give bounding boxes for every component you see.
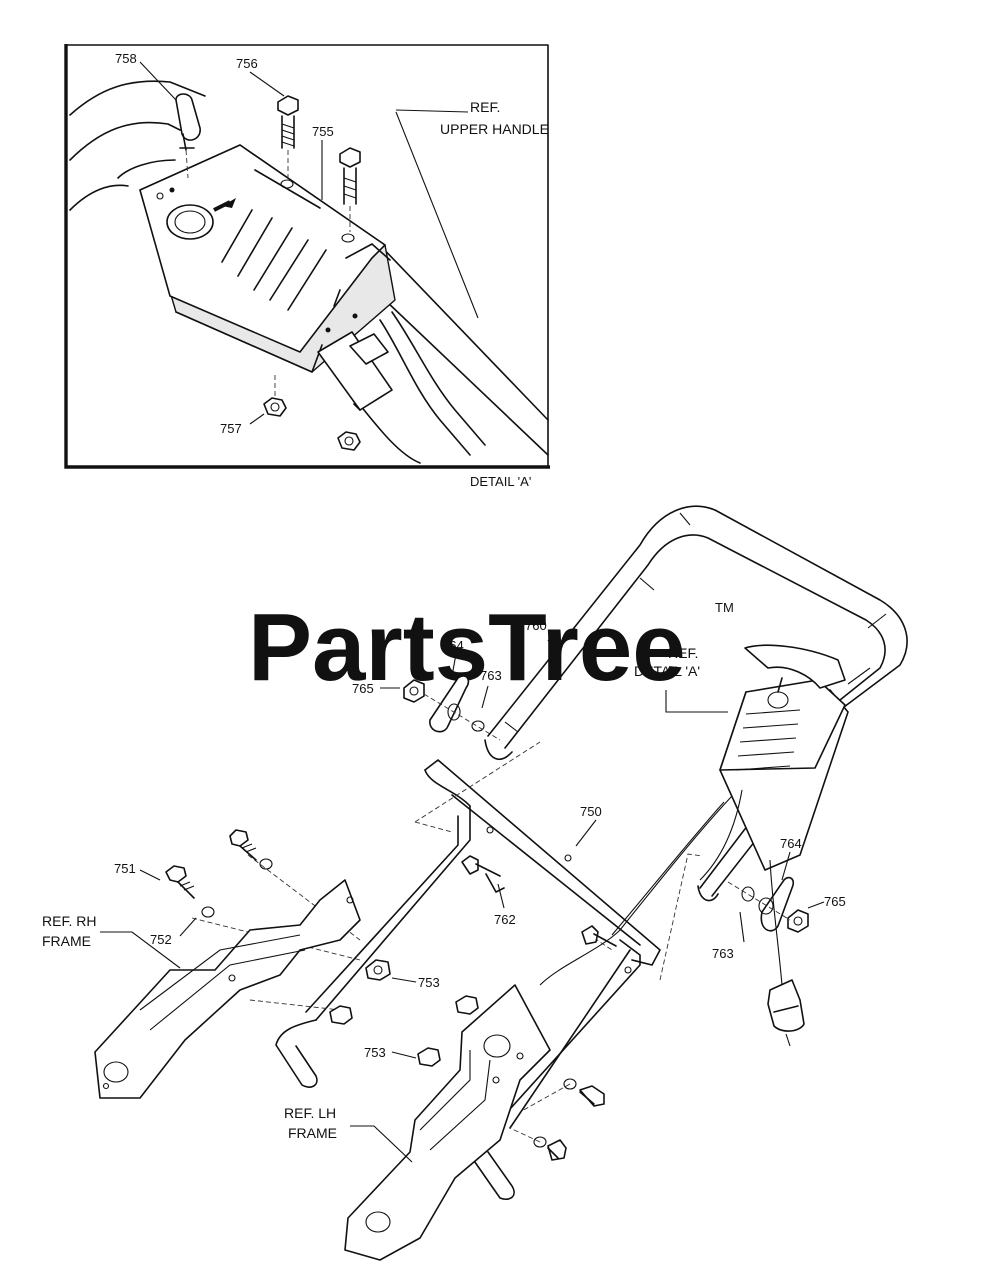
callout-763-left: 763 [480, 668, 502, 683]
callout-758: 758 [115, 51, 137, 66]
detail-switch-connector [317, 311, 486, 456]
main-leader-lines [100, 639, 825, 1163]
detail-a-panel: 758 756 755 757 REF. UPPER HANDLE DETAIL… [64, 44, 550, 489]
lower-handle [275, 759, 661, 1201]
ref-detail-a-line2: DETAIL 'A' [634, 663, 700, 679]
callout-755: 755 [312, 124, 334, 139]
callout-765-left: 765 [352, 681, 374, 696]
ref-upper-handle-line2: UPPER HANDLE [440, 121, 549, 137]
ref-upper-handle-line1: REF. [470, 99, 500, 115]
callout-751: 751 [114, 861, 136, 876]
ref-rh-frame-line2: FRAME [42, 933, 91, 949]
callout-765-right: 765 [824, 894, 846, 909]
callout-756: 756 [236, 56, 258, 71]
detail-upper-handle-tube [69, 80, 549, 464]
callout-762: 762 [494, 912, 516, 927]
watermark-trademark: TM [715, 600, 734, 615]
callout-764-left: 764 [442, 638, 464, 653]
ref-lh-frame-line2: FRAME [288, 1125, 337, 1141]
callout-757: 757 [220, 421, 242, 436]
callout-753-lower: 753 [364, 1045, 386, 1060]
lower-hardware [165, 829, 617, 1161]
lh-frame [344, 984, 551, 1261]
ref-lh-frame-line1: REF. LH [284, 1105, 336, 1121]
rh-frame [94, 879, 361, 1099]
detail-nut-right [337, 431, 361, 451]
callout-752: 752 [150, 932, 172, 947]
detail-bolt-right [339, 147, 361, 232]
ref-rh-frame-line1: REF. RH [42, 913, 96, 929]
detail-switch-housing [139, 144, 396, 373]
detail-a-caption: DETAIL 'A' [470, 474, 531, 489]
dashed-alignment-lines [191, 741, 703, 1143]
callout-763-right: 763 [712, 946, 734, 961]
callout-764-right: 764 [780, 836, 802, 851]
callout-760: 760 [525, 618, 547, 633]
detail-key [175, 93, 201, 179]
knob-left-assembly [403, 675, 501, 741]
knob-right-assembly [727, 876, 809, 933]
callout-750: 750 [580, 804, 602, 819]
ref-detail-a-line1: REF. [668, 645, 698, 661]
detail-nut-left [263, 375, 287, 417]
switch-box-main [719, 644, 849, 871]
detail-bolt-left [277, 95, 299, 178]
callout-753-upper: 753 [418, 975, 440, 990]
cable-and-plug [539, 789, 805, 1047]
